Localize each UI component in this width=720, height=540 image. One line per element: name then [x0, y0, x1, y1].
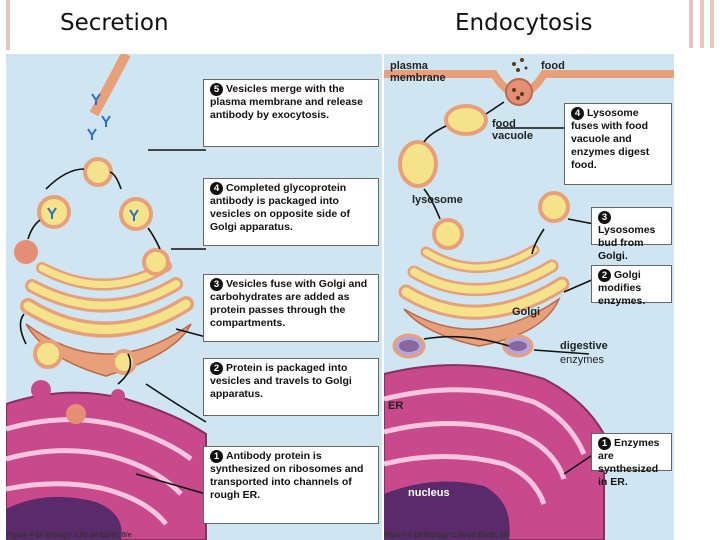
decorative-bar-right-3 [710, 0, 714, 48]
endocytosis-title: Endocytosis [455, 10, 593, 36]
step-number-badge: 2 [598, 269, 611, 282]
step-description: Vesicles merge with the plasma membrane … [210, 83, 363, 121]
enzymes-label: enzymes [560, 354, 605, 366]
lysosome-label: lysosome [412, 194, 463, 206]
process-arrows [423, 101, 595, 475]
nucleus-drawing [6, 496, 122, 540]
food-vacuoles [398, 104, 570, 250]
figure-caption: Figure 4-14 Biology: Life on Earth, 8/e [6, 532, 132, 539]
plasma-membrane-label: plasma membrane [390, 60, 446, 84]
step-number-badge: 3 [210, 278, 223, 291]
step-number-badge: 4 [210, 182, 223, 195]
step-description: Enzymes are synthesized in ER. [598, 437, 660, 488]
endocytosis-illustration [384, 58, 674, 540]
golgi-label: Golgi [512, 306, 541, 318]
food-label: food [541, 60, 565, 72]
golgi-drawing [398, 244, 570, 347]
step-number-badge: 4 [571, 107, 584, 120]
decorative-bar-left [6, 0, 10, 50]
plasma-membrane-drawing [89, 54, 131, 117]
digestive-label: digestive [560, 340, 608, 352]
nucleus-label: nucleus [408, 487, 450, 499]
endocytosis-diagram: plasma membrane food food vacuole lysoso… [384, 54, 674, 540]
step-number-badge: 1 [598, 437, 611, 450]
nucleus-drawing [384, 481, 510, 540]
step-number-badge: 5 [210, 83, 223, 96]
secretory-vesicles [14, 157, 170, 424]
secretion-title: Secretion [60, 10, 169, 36]
step-description: Golgi modifies enzymes. [598, 269, 646, 307]
enzyme-vesicles [392, 333, 534, 359]
step-description: Completed glycoprotein antibody is packa… [210, 182, 351, 233]
step-description: Lysosome fuses with food vacuole and enz… [571, 107, 650, 171]
food-vacuole-label: food vacuole [492, 118, 533, 142]
decorative-bar-right-2 [700, 0, 704, 48]
food-particles [512, 58, 528, 100]
figure-caption: Figure 4-15 Biology: Life on Earth, 8/e [384, 532, 510, 539]
step-description: Antibody protein is synthesized on ribos… [210, 450, 364, 501]
secretion-illustration [6, 54, 207, 540]
step-number-badge: 3 [598, 211, 611, 224]
process-arrows [19, 149, 207, 495]
antibody-marks [47, 93, 139, 221]
step-description: Vesicles fuse with Golgi and carbohydrat… [210, 278, 368, 329]
endocytosis-step-3-callout: 3Lysosomes bud from Golgi. [591, 207, 672, 262]
golgi-drawing [20, 260, 194, 377]
step-number-badge: 2 [210, 362, 223, 375]
decorative-bar-right-1 [689, 0, 693, 48]
step-description: Protein is packaged into vesicles and tr… [210, 362, 352, 400]
step-number-badge: 1 [210, 450, 223, 463]
er-label: ER [388, 400, 404, 412]
step-description: Lysosomes bud from Golgi. [598, 224, 656, 262]
